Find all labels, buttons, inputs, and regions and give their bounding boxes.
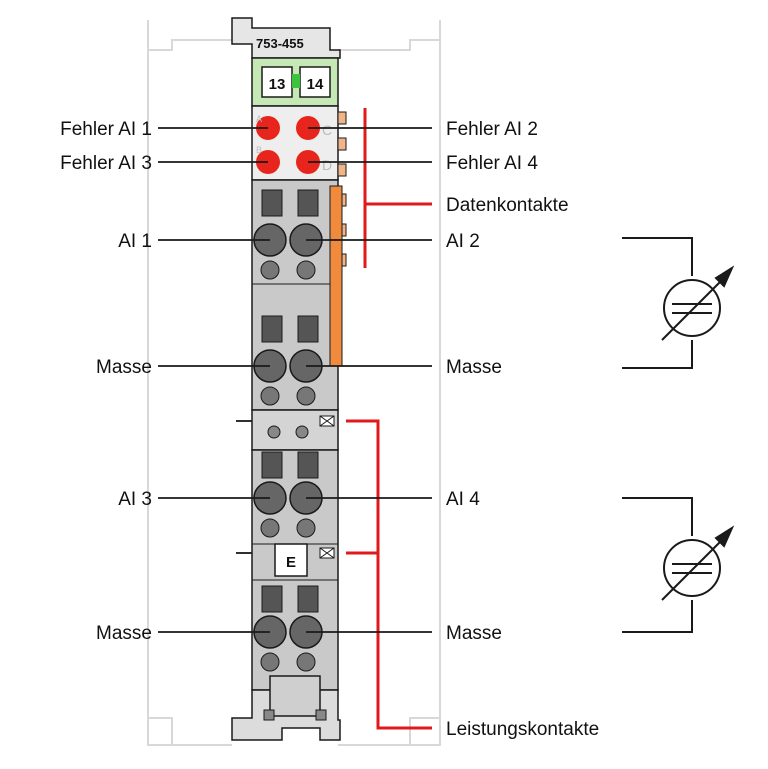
io-module: 753-455 13 14 A C B D: [231, 17, 347, 741]
datenkontakte-bracket: [363, 108, 432, 268]
rail-outline: [147, 20, 441, 746]
label-fehler-ai4: Fehler AI 4: [446, 153, 538, 174]
terminal-14-label: 14: [307, 76, 324, 93]
label-masse-left-1: Masse: [96, 357, 152, 378]
sensor-symbol-2: [622, 497, 735, 633]
led-letter-b: B: [256, 145, 262, 155]
label-datenkontakte: Datenkontakte: [446, 195, 569, 216]
label-ai4: AI 4: [446, 489, 480, 510]
label-ai3: AI 3: [118, 489, 152, 510]
e-marker-box: [274, 543, 308, 577]
terminal-13-label: 13: [269, 76, 286, 93]
leader-lines: [158, 127, 432, 633]
label-fehler-ai1: Fehler AI 1: [60, 119, 152, 140]
orange-bus-strip: [329, 185, 343, 367]
label-ai1: AI 1: [118, 231, 152, 252]
green-indicator: [292, 74, 300, 88]
e-marker: E: [286, 554, 296, 571]
sensor-symbol-1: [622, 237, 735, 369]
terminal-14-box: [299, 66, 331, 98]
leistungskontakte-bracket: [346, 419, 432, 730]
led-letter-d: D: [322, 157, 332, 173]
label-masse-left-2: Masse: [96, 623, 152, 644]
top-latch: [231, 17, 341, 59]
part-number: 753-455: [256, 36, 304, 51]
led-letter-a: A: [256, 114, 262, 124]
label-fehler-ai3: Fehler AI 3: [60, 153, 152, 174]
label-masse-right-1: Masse: [446, 357, 502, 378]
led-letter-c: C: [322, 122, 332, 138]
label-ai2: AI 2: [446, 231, 480, 252]
label-leistungskontakte: Leistungskontakte: [446, 719, 599, 740]
label-masse-right-2: Masse: [446, 623, 502, 644]
label-fehler-ai2: Fehler AI 2: [446, 119, 538, 140]
